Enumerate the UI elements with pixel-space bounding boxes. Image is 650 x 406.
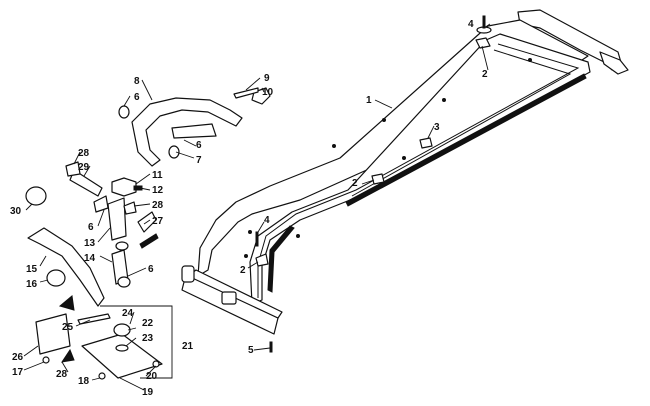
callout-6: 6: [88, 222, 94, 233]
clamp-6b: [168, 145, 180, 159]
screw-18: [98, 372, 106, 380]
washer-23: [115, 344, 129, 352]
clip-3: [419, 137, 433, 149]
callout-26: 26: [12, 352, 24, 363]
clamp-16: [46, 269, 66, 287]
callout-16: 16: [26, 279, 38, 290]
callout-2: 2: [482, 69, 488, 80]
callout-2: 2: [240, 265, 246, 276]
callout-4: 4: [468, 19, 474, 30]
callout-2: 2: [352, 178, 358, 189]
callout-10: 10: [262, 87, 274, 98]
callout-3: 3: [434, 122, 440, 133]
callout-19: 19: [142, 387, 154, 398]
callout-6: 6: [196, 140, 202, 151]
clip-2c: [255, 253, 269, 267]
left-hose-assembly: [25, 186, 105, 307]
hose-29: [69, 169, 103, 197]
screw-4a: [482, 15, 486, 29]
screw-17: [42, 356, 50, 364]
callout-28: 28: [56, 369, 68, 380]
callouts: 1 2 2 2 3 4 4 5 6 6 6 6 7 8 9 10 11 12 1…: [10, 19, 488, 398]
callout-13: 13: [84, 238, 96, 249]
clamp-28b: [93, 195, 109, 213]
tube-27-tip: [139, 233, 159, 249]
clip-2a: [475, 37, 491, 49]
callout-7: 7: [196, 155, 202, 166]
clamp-6a: [118, 105, 130, 119]
hose-15: [27, 227, 105, 307]
hose-7: [171, 123, 217, 139]
filler-neck-assembly: [65, 161, 159, 288]
clamp-28c: [123, 201, 137, 215]
callout-29: 29: [78, 162, 90, 173]
callout-15: 15: [26, 264, 38, 275]
bracket-26: [35, 313, 71, 355]
callout-6: 6: [134, 92, 140, 103]
callout-24: 24: [122, 308, 134, 319]
callout-14: 14: [84, 253, 96, 264]
callout-28: 28: [152, 200, 164, 211]
callout-1: 1: [366, 95, 372, 106]
callout-9: 9: [264, 73, 270, 84]
callout-12: 12: [152, 185, 164, 196]
frame-hardware: [255, 15, 492, 353]
callout-17: 17: [12, 367, 24, 378]
screw-5: [269, 341, 273, 353]
cap-11: [111, 177, 137, 197]
callout-27: 27: [152, 216, 164, 227]
callout-4: 4: [264, 215, 270, 226]
clamp-30: [25, 186, 47, 206]
callout-22: 22: [142, 318, 154, 329]
lower-bracket-assembly: [35, 295, 173, 380]
callout-20: 20: [146, 371, 158, 382]
rod-25: [77, 313, 111, 325]
callout-21: 21: [182, 341, 194, 352]
cooler-frame-assembly: [181, 9, 629, 335]
callout-25: 25: [62, 322, 74, 333]
upper-hose-assembly: [118, 87, 271, 167]
callout-23: 23: [142, 333, 154, 344]
callout-6: 6: [148, 264, 154, 275]
callout-30: 30: [10, 206, 22, 217]
callout-18: 18: [78, 376, 90, 387]
clamp-6c: [115, 241, 129, 251]
pointer-arrow-a: [58, 295, 75, 311]
bolt-9: [233, 87, 259, 99]
callout-5: 5: [248, 345, 254, 356]
pointer-arrow-b: [60, 348, 75, 363]
cap-22: [113, 323, 131, 337]
clip-2b: [371, 173, 385, 185]
callout-8: 8: [134, 76, 140, 87]
clamp-6d: [117, 276, 131, 288]
neck-13: [107, 197, 127, 241]
plate-19: [81, 333, 163, 379]
callout-11: 11: [152, 170, 163, 181]
leader-lines: [23, 23, 491, 391]
screw-4b: [255, 231, 259, 247]
screw-20: [152, 360, 160, 368]
callout-28: 28: [78, 148, 90, 159]
